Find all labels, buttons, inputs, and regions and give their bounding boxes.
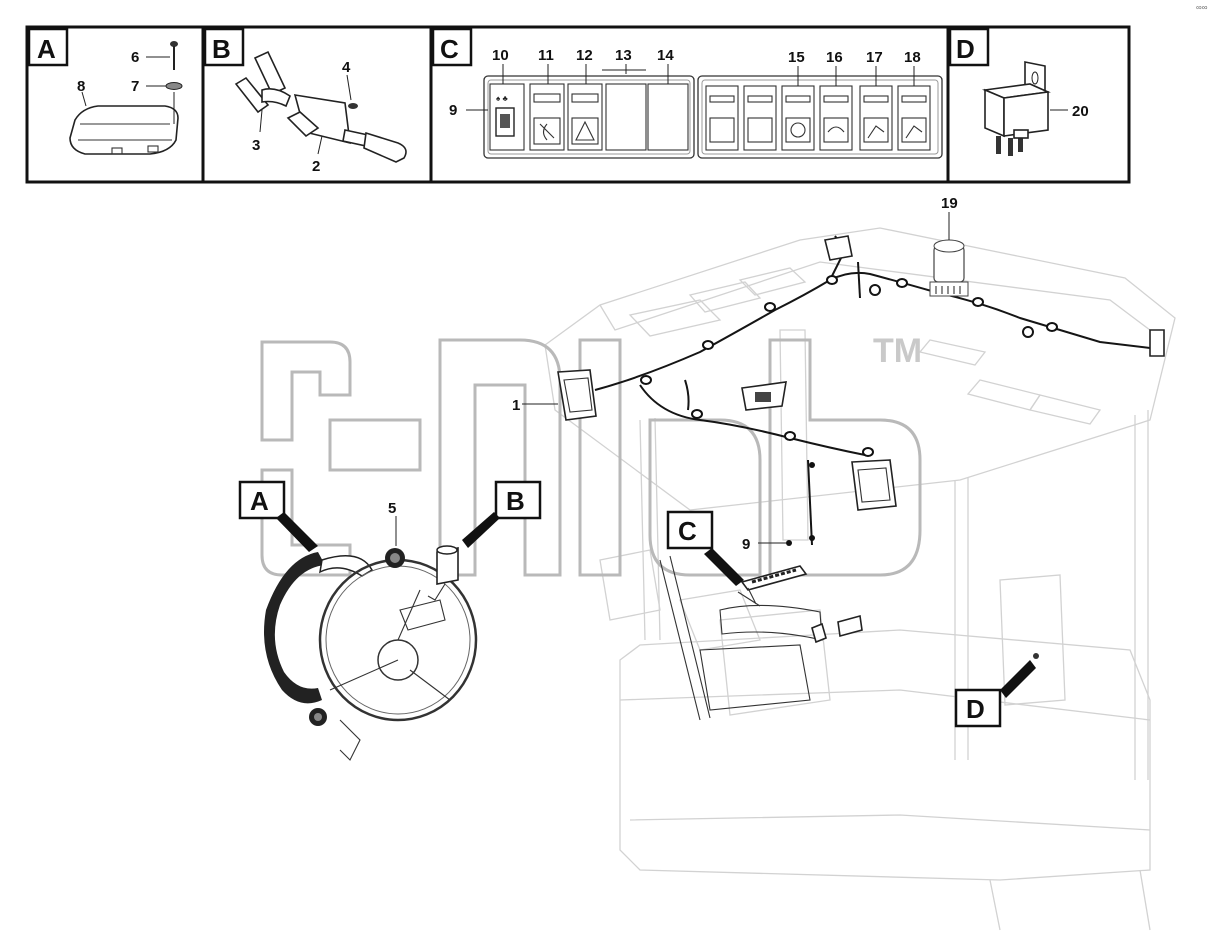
corner-mark: ∞∞ (1196, 3, 1208, 12)
callout-20: 20 (1072, 103, 1089, 120)
watermark-text: TM (873, 332, 922, 370)
switch-part-11 (529, 83, 565, 151)
marker-d-letter: D (966, 694, 985, 724)
hazard-switch-part-12 (567, 83, 603, 151)
blank-plate-part-13 (605, 83, 647, 151)
work-light-part-1 (557, 369, 597, 421)
switch-bank-left (483, 75, 695, 159)
view-marker-d: D (954, 653, 1039, 728)
screw-part-6 (170, 41, 178, 70)
marker-b-letter: B (506, 486, 525, 516)
view-marker-c: C (666, 510, 744, 586)
callout-1: 1 (512, 397, 520, 414)
callout-18: 18 (904, 49, 921, 66)
callout-19: 19 (941, 195, 958, 212)
truck-outline-ghost (544, 227, 1176, 931)
watermark-logo: TM (260, 332, 922, 577)
callout-11: 11 (538, 47, 554, 64)
knob-part-5 (385, 548, 405, 568)
switch-panel-main (740, 565, 808, 591)
lever-switch-part-2 (286, 94, 407, 163)
key-switch-part-10: ♠ ♣ (489, 83, 525, 151)
callout-10: 10 (492, 47, 509, 64)
steering-wheel-assembly (264, 552, 478, 761)
callout-14: 14 (657, 47, 674, 64)
panel-c-letter: C (440, 34, 459, 64)
callout-6: 6 (131, 49, 139, 66)
marker-c-letter: C (678, 516, 697, 546)
callout-9-main: 9 (742, 536, 750, 553)
washer-part-7 (165, 82, 183, 124)
view-marker-a: A (238, 480, 318, 552)
panel-b-letter: B (212, 34, 231, 64)
detail-panel-frame (25, 25, 1131, 184)
callout-7: 7 (131, 78, 139, 95)
work-light-right (851, 459, 897, 511)
wiring-harness (594, 235, 1165, 546)
callout-13: 13 (615, 47, 632, 64)
detail-panel-a: A 6 7 8 (27, 27, 183, 155)
beacon-part-19 (929, 239, 969, 297)
detail-panel-b: B 4 3 2 (203, 27, 407, 175)
callout-15: 15 (788, 49, 805, 66)
callout-3: 3 (252, 137, 260, 154)
view-marker-b: B (462, 480, 542, 548)
callout-4: 4 (342, 59, 351, 76)
callout-9-panel: 9 (449, 102, 457, 119)
relay-part-20 (981, 61, 1051, 156)
panel-a-letter: A (37, 34, 56, 64)
callout-17: 17 (866, 49, 883, 66)
callout-16: 16 (826, 49, 843, 66)
lever-knob-main (427, 545, 459, 601)
callout-12: 12 (576, 47, 593, 64)
callout-8: 8 (77, 78, 85, 95)
callout-5: 5 (388, 500, 396, 517)
callout-2: 2 (312, 158, 320, 175)
detail-panel-c: C ♠ ♣ (431, 27, 943, 159)
panel-d-letter: D (956, 34, 975, 64)
dashboard-console (659, 555, 863, 721)
detail-panel-d: D 20 (948, 27, 1089, 156)
cover-part-8 (69, 105, 179, 155)
bracket-part-3 (234, 50, 291, 114)
svg-text:♠ ♣: ♠ ♣ (496, 94, 508, 103)
marker-a-letter: A (250, 486, 269, 516)
